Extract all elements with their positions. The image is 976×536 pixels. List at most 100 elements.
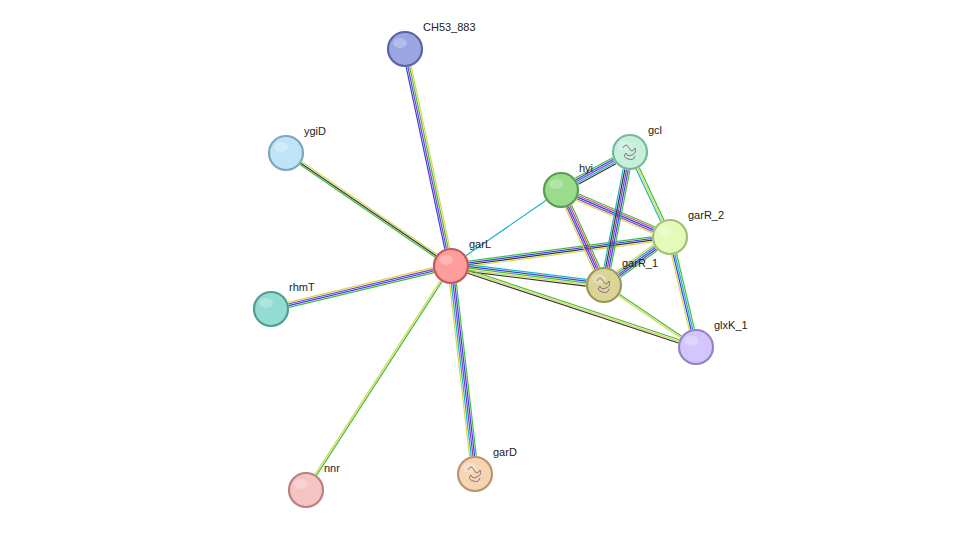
protein-node: rhmT — [253, 291, 289, 327]
node-disc — [434, 249, 468, 283]
node-circle — [268, 135, 304, 171]
protein-name: glxK_1 — [714, 319, 748, 332]
interaction-edge — [636, 168, 664, 222]
evidence-line — [673, 255, 691, 330]
node-circle — [543, 172, 579, 208]
evidence-line — [453, 284, 473, 456]
evidence-line — [568, 206, 596, 268]
node-disc — [388, 32, 422, 66]
node-disc — [269, 136, 303, 170]
evidence-line — [604, 169, 623, 267]
interaction-edge — [565, 205, 599, 270]
node-disc — [679, 330, 713, 364]
evidence-line — [639, 168, 664, 220]
evidence-line — [567, 207, 595, 269]
protein-name: nnr — [324, 462, 340, 475]
interaction-edge — [300, 162, 437, 257]
evidence-line — [621, 250, 658, 277]
protein-node: ygiD — [268, 135, 304, 171]
evidence-line — [408, 67, 447, 249]
evidence-line — [636, 169, 661, 221]
node-circle — [678, 329, 714, 365]
evidence-line — [288, 269, 433, 304]
evidence-line — [618, 296, 680, 338]
node-highlight — [259, 298, 273, 308]
evidence-line — [300, 165, 435, 258]
node-circle — [586, 267, 622, 303]
evidence-line — [619, 294, 681, 336]
node-circle — [652, 219, 688, 255]
interaction-edge — [315, 281, 442, 476]
protein-node: garL — [433, 248, 469, 284]
node-circle — [433, 248, 469, 284]
protein-node: CH53_883 — [387, 31, 423, 67]
evidence-line — [570, 206, 598, 268]
evidence-line — [289, 271, 434, 306]
interaction-edge — [604, 169, 630, 268]
interaction-edge — [288, 268, 434, 308]
node-circle — [253, 291, 289, 327]
node-disc — [587, 268, 621, 302]
evidence-line — [578, 162, 615, 183]
node-highlight — [393, 38, 407, 48]
evidence-line — [410, 66, 449, 248]
evidence-line — [576, 159, 613, 180]
evidence-line — [607, 170, 626, 268]
interaction-edge — [575, 158, 616, 185]
evidence-line — [469, 270, 680, 340]
evidence-line — [302, 162, 437, 255]
interaction-edge — [468, 270, 680, 343]
evidence-line — [450, 284, 470, 456]
evidence-line — [606, 169, 625, 267]
protein-name: hyi — [579, 162, 593, 175]
node-highlight — [658, 226, 672, 236]
node-highlight — [274, 142, 288, 152]
evidence-line — [289, 273, 434, 308]
evidence-line — [466, 200, 546, 256]
protein-name: gcl — [648, 124, 662, 137]
protein-node: hyi — [543, 172, 579, 208]
protein-name: CH53_883 — [423, 21, 476, 34]
protein-name: garL — [469, 238, 491, 251]
evidence-line — [672, 255, 690, 330]
protein-node: garD — [457, 456, 493, 492]
evidence-line — [316, 282, 441, 476]
evidence-line — [638, 168, 663, 220]
interaction-edge — [618, 294, 681, 337]
node-highlight — [549, 179, 563, 189]
node-disc — [544, 173, 578, 207]
interaction-edge — [466, 200, 546, 256]
evidence-line — [468, 272, 679, 342]
protein-name: ygiD — [304, 125, 326, 138]
node-circle — [288, 472, 324, 508]
node-disc — [289, 473, 323, 507]
protein-name: rhmT — [289, 281, 315, 294]
evidence-line — [577, 161, 614, 182]
interaction-edge — [406, 66, 450, 249]
evidence-line — [406, 67, 445, 249]
evidence-line — [451, 284, 471, 456]
node-disc — [458, 457, 492, 491]
evidence-line — [288, 268, 433, 303]
protein-node: nnr — [288, 472, 324, 508]
structure-thumbnail — [623, 145, 636, 160]
evidence-line — [455, 284, 475, 456]
interaction-edge — [617, 245, 658, 277]
protein-name: garR_2 — [688, 209, 724, 222]
evidence-line — [572, 205, 600, 267]
evidence-line — [468, 273, 679, 343]
node-circle — [612, 134, 648, 170]
node-disc — [254, 292, 288, 326]
evidence-line — [675, 254, 693, 329]
interaction-edge — [672, 254, 695, 330]
protein-node: garR_1 — [586, 267, 622, 303]
interaction-edge — [450, 283, 477, 456]
node-circle — [457, 456, 493, 492]
protein-name: garR_1 — [622, 257, 658, 270]
evidence-line — [565, 208, 593, 270]
protein-node: gcl — [612, 134, 648, 170]
evidence-line — [411, 66, 450, 248]
structure-thumbnail — [468, 467, 481, 482]
